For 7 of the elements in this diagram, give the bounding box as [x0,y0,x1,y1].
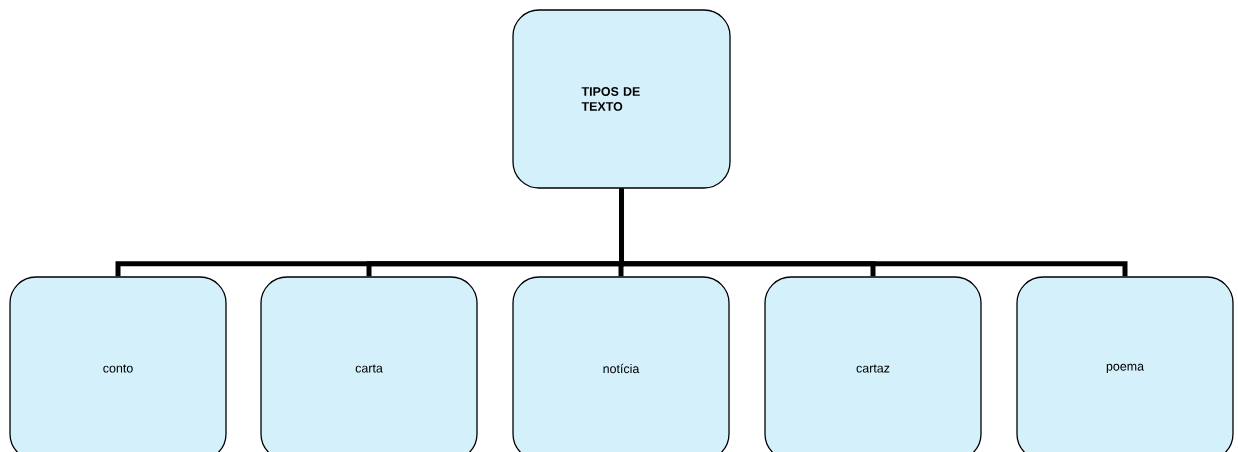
title-box: TIPOS DE TEXTO [512,9,731,189]
category-box: cartaz [764,276,982,452]
category-box: notícia [512,276,730,452]
category-box: poema [1016,276,1234,452]
category-box: carta [260,276,478,452]
connector-line [619,188,1128,277]
category-box: conto [9,276,227,452]
